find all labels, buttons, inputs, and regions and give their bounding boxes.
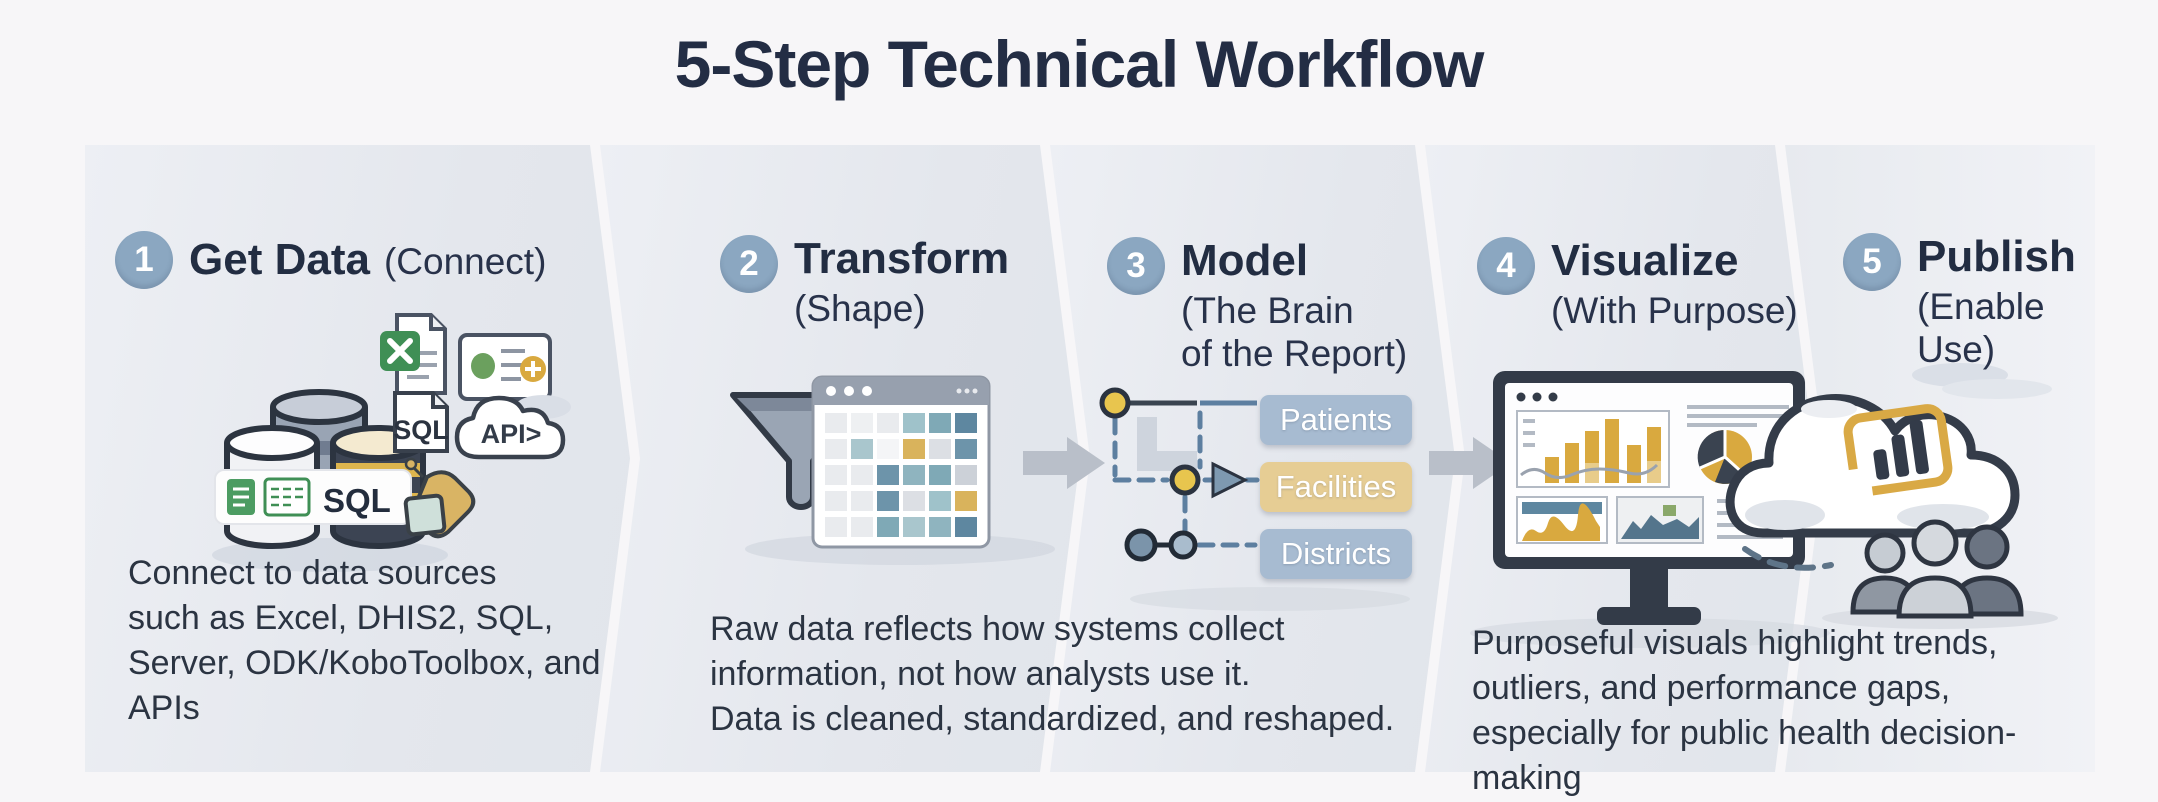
step-header-transform: 2 Transform (Shape): [720, 235, 1009, 330]
step-subtitle: (The Brain of the Report): [1181, 289, 1408, 375]
step-header-visualize: 4 Visualize (With Purpose): [1477, 237, 1798, 332]
step-title: Model: [1181, 236, 1309, 285]
step-number-badge: 4: [1477, 237, 1535, 295]
step-subtitle: (Connect): [383, 241, 547, 283]
model-table-facilities: Facilities: [1260, 462, 1412, 512]
step-number-badge: 2: [720, 235, 778, 293]
step-number-badge: 5: [1843, 233, 1901, 291]
step-description-get-data: Connect to data sources such as Excel, D…: [128, 554, 601, 727]
model-table-districts: Districts: [1260, 529, 1412, 579]
step-subtitle: (With Purpose): [1551, 289, 1798, 331]
step-subtitle: (Shape): [794, 287, 926, 329]
step-title: Get Data: [189, 235, 370, 285]
step-header-get-data: 1 Get Data (Connect): [115, 231, 546, 289]
step-description-visualize: Purposeful visuals highlight trends, out…: [1472, 624, 2017, 797]
step-number-badge: 1: [115, 231, 173, 289]
step-header-model: 3 Model (The Brain of the Report): [1107, 237, 1407, 376]
model-table-patients: Patients: [1260, 395, 1412, 445]
step-title: Transform: [794, 234, 1010, 283]
step-description-transform: Raw data reflects how systems collect in…: [710, 610, 1395, 738]
step-header-publish: 5 Publish (Enable Use): [1843, 233, 2095, 372]
step-title: Publish: [1917, 232, 2076, 281]
step-subtitle: (Enable Use): [1917, 285, 2045, 371]
page-title: 5-Step Technical Workflow: [674, 27, 1485, 101]
workflow-band: SQL API>: [85, 145, 2095, 797]
step-number-badge: 3: [1107, 237, 1165, 295]
step-title: Visualize: [1551, 236, 1739, 285]
